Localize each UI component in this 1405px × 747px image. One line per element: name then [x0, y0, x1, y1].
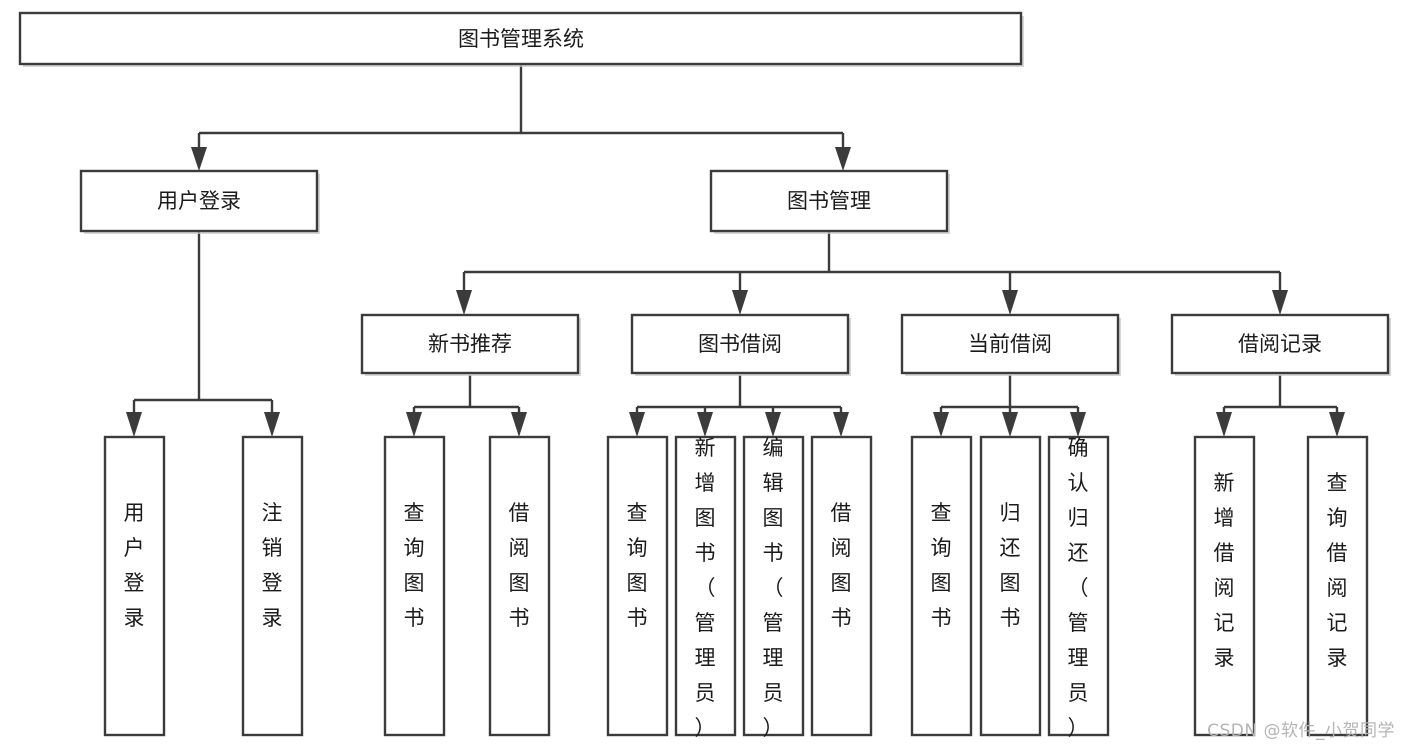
arrow-head-leaf-confirm-return	[1070, 412, 1086, 437]
node-leaf-add-record[interactable]: 新增借阅记录	[1193, 435, 1256, 737]
node-leaf-add-book[interactable]: 新增图书（管理员）	[674, 435, 737, 740]
node-book-manage-label: 图书管理	[787, 189, 871, 213]
arrow-head-current-borrow	[1002, 290, 1018, 315]
arrow-head-leaf-query-record	[1329, 412, 1345, 437]
node-leaf-query-record-label: 查询借阅记录	[1327, 471, 1348, 670]
node-book-borrow[interactable]: 图书借阅	[630, 313, 851, 376]
node-leaf-query-book-2[interactable]: 查询图书	[606, 435, 669, 737]
arrow-head-leaf-borrow-book-2	[833, 412, 849, 437]
arrow-head-leaf-query-book-1	[406, 412, 422, 437]
node-leaf-query-book-3-label: 查询图书	[931, 501, 952, 630]
node-current-borrow[interactable]: 当前借阅	[900, 313, 1121, 376]
arrow-head-leaf-edit-book	[765, 412, 781, 437]
node-leaf-logout[interactable]: 注销登录	[241, 435, 304, 737]
arrow-head-new-book-recommend	[456, 290, 472, 315]
node-root-label: 图书管理系统	[458, 27, 584, 51]
node-leaf-query-book-1-label: 查询图书	[404, 501, 425, 630]
node-leaf-confirm-return[interactable]: 确认归还（管理员）	[1047, 435, 1110, 740]
node-current-borrow-label: 当前借阅	[968, 332, 1052, 356]
arrow-head-leaf-query-book-2	[629, 412, 645, 437]
node-borrow-record-label: 借阅记录	[1238, 332, 1322, 356]
arrow-head-leaf-query-book-3	[933, 412, 949, 437]
arrow-head-borrow-record	[1272, 290, 1288, 315]
arrow-head-leaf-add-book	[697, 412, 713, 437]
arrow-head-book-manage	[835, 147, 851, 171]
node-leaf-return-book[interactable]: 归还图书	[979, 435, 1042, 737]
arrow-head-leaf-borrow-book-1	[511, 412, 527, 437]
node-new-book-recommend-label: 新书推荐	[428, 332, 512, 356]
node-leaf-edit-book[interactable]: 编辑图书（管理员）	[742, 435, 805, 740]
node-leaf-query-book-3[interactable]: 查询图书	[910, 435, 973, 737]
node-leaf-add-record-label: 新增借阅记录	[1214, 471, 1235, 670]
node-leaf-edit-book-label: 编辑图书（管理员）	[763, 436, 784, 740]
node-leaf-query-book-1[interactable]: 查询图书	[383, 435, 446, 737]
arrow-head-leaf-return-book	[1002, 412, 1018, 437]
node-user-login[interactable]: 用户登录	[79, 169, 320, 234]
node-book-manage[interactable]: 图书管理	[709, 169, 950, 234]
edge-group	[126, 65, 1345, 437]
node-leaf-query-book-2-label: 查询图书	[627, 501, 648, 630]
node-leaf-borrow-book-2-label: 借阅图书	[831, 501, 852, 630]
node-book-borrow-label: 图书借阅	[698, 332, 782, 356]
node-leaf-user-login[interactable]: 用户登录	[103, 435, 166, 737]
node-leaf-return-book-label: 归还图书	[1000, 501, 1021, 630]
arrow-head-leaf-logout	[264, 412, 280, 437]
node-leaf-borrow-book-2[interactable]: 借阅图书	[810, 435, 873, 737]
arrow-head-book-borrow	[732, 290, 748, 315]
arrow-head-user-login	[191, 147, 207, 171]
node-leaf-logout-label: 注销登录	[262, 501, 283, 630]
node-root[interactable]: 图书管理系统	[18, 11, 1024, 67]
node-leaf-user-login-label: 用户登录	[124, 501, 145, 630]
arrow-head-leaf-user-login	[126, 412, 142, 437]
node-borrow-record[interactable]: 借阅记录	[1170, 313, 1391, 376]
node-leaf-borrow-book-1-label: 借阅图书	[509, 501, 530, 630]
node-new-book-recommend[interactable]: 新书推荐	[360, 313, 581, 376]
node-leaf-add-book-label: 新增图书（管理员）	[695, 436, 716, 740]
node-user-login-label: 用户登录	[157, 189, 241, 213]
node-leaf-confirm-return-label: 确认归还（管理员）	[1068, 436, 1089, 740]
node-leaf-borrow-book-1[interactable]: 借阅图书	[488, 435, 551, 737]
arrow-head-leaf-add-record	[1216, 412, 1232, 437]
node-leaf-query-record[interactable]: 查询借阅记录	[1306, 435, 1369, 737]
